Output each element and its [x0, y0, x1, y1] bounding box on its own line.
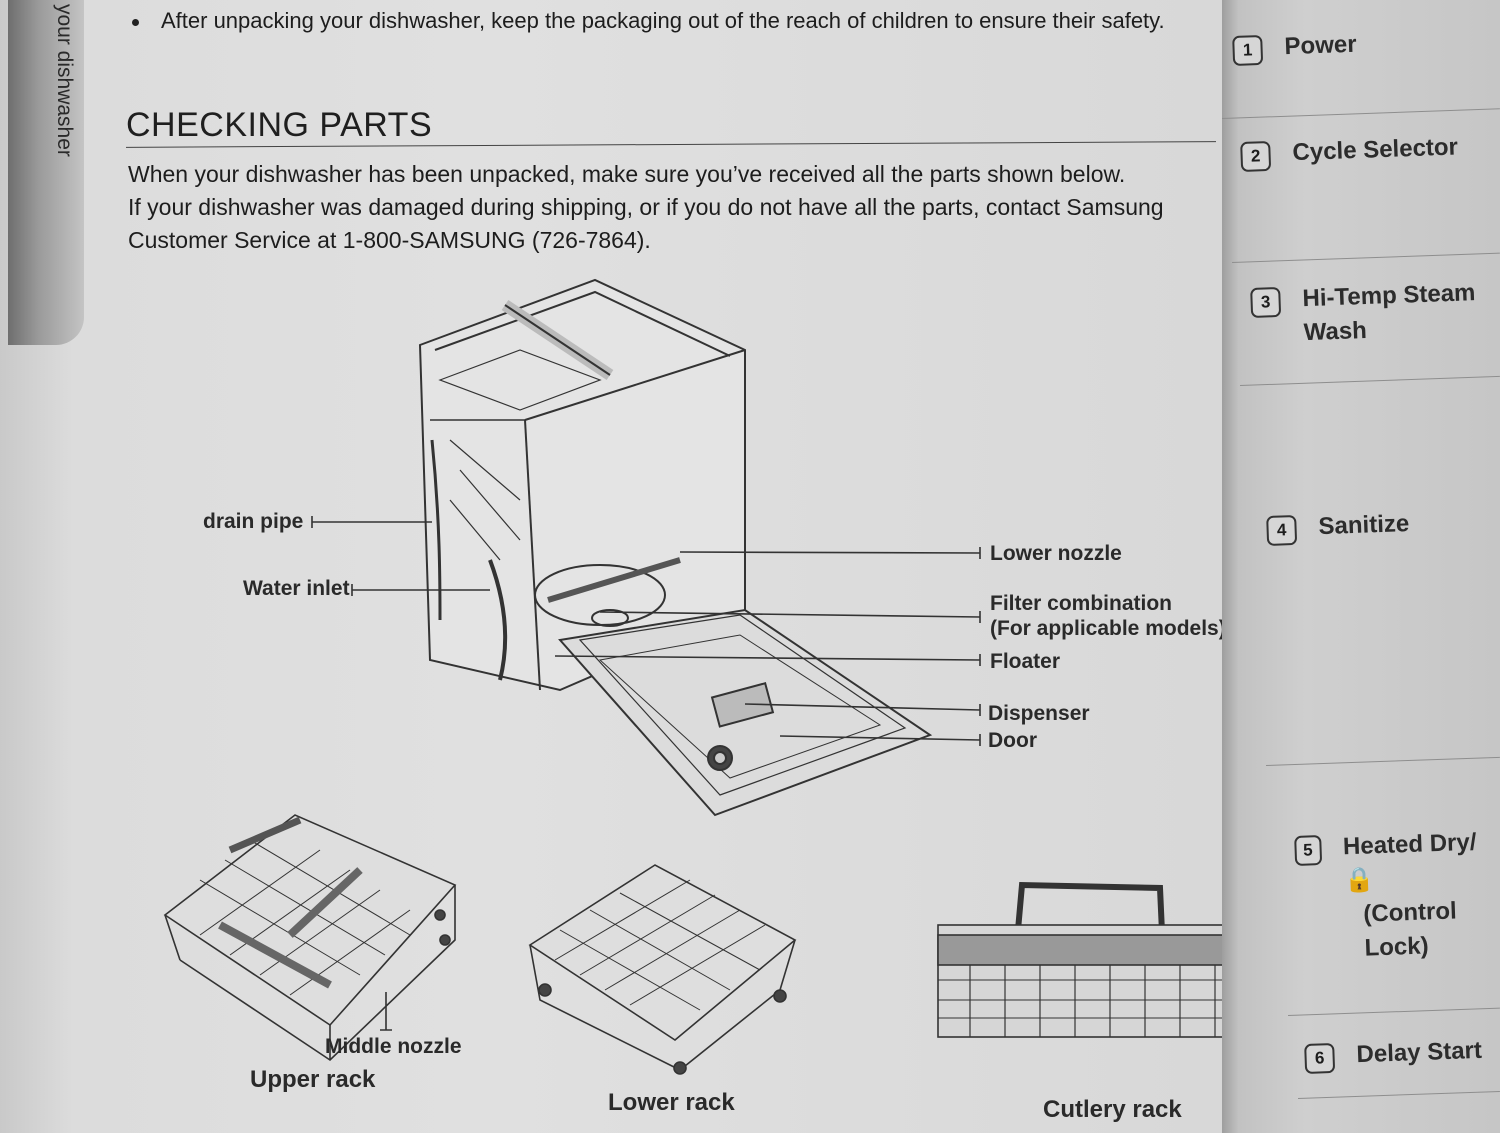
control-label-line-1: Hi-Temp Steam [1302, 279, 1476, 313]
floater-leader [554, 654, 981, 666]
label-filter-combination: Filter combination [990, 592, 1173, 615]
cutlery-rack-illustration [937, 881, 1222, 1038]
control-number-badge: 2 [1240, 140, 1272, 172]
panel-divider [1240, 375, 1500, 386]
leader-lines [311, 516, 981, 1031]
caption-cutlery-rack: Cutlery rack [1043, 1096, 1182, 1123]
control-item-power: 1 Power [1232, 28, 1357, 66]
label-door: Door [988, 729, 1037, 752]
upper-rack-illustration [163, 814, 457, 1062]
control-number-badge: 5 [1294, 835, 1322, 866]
bullet-dot-icon [132, 18, 139, 26]
safety-bullet: After unpacking your dishwasher, keep th… [132, 8, 1212, 34]
control-label: Cycle Selector [1292, 133, 1459, 167]
control-label: Delay Start [1356, 1036, 1483, 1069]
control-item-heated-dry: 5 Heated Dry/🔒 (Control Lock) [1294, 825, 1500, 968]
intro-text: When your dishwasher has been unpacked, … [128, 158, 1208, 257]
label-drain-pipe: drain pipe [203, 510, 304, 533]
label-dispenser: Dispenser [988, 702, 1090, 725]
intro-line-2: If your dishwasher was damaged during sh… [128, 194, 1164, 220]
label-floater: Floater [990, 650, 1061, 673]
panel-divider [1232, 252, 1500, 263]
dispenser-leader [744, 703, 981, 716]
lower-rack-illustration [528, 864, 797, 1075]
door-leader [779, 734, 981, 746]
intro-line-1: When your dishwasher has been unpacked, … [128, 161, 1126, 187]
intro-line-3: Customer Service at 1-800-SAMSUNG (726-7… [128, 227, 651, 253]
control-panel-page: 1 Power 2 Cycle Selector 3 Hi-Temp Steam… [1222, 0, 1500, 1133]
control-number-badge: 1 [1232, 34, 1264, 66]
control-label-line-2: Wash [1303, 316, 1368, 347]
control-label: Sanitize [1318, 510, 1410, 541]
control-number-badge: 4 [1266, 514, 1298, 546]
control-item-delay-start: 6 Delay Start [1304, 1034, 1482, 1074]
caption-lower-rack: Lower rack [608, 1089, 735, 1116]
middle-nozzle-leader [380, 992, 392, 1031]
panel-divider [1298, 1090, 1500, 1099]
control-item-cycle-selector: 2 Cycle Selector [1240, 130, 1458, 172]
control-number-badge: 3 [1250, 286, 1282, 318]
manual-page: your dishwasher After unpacking your dis… [0, 0, 1226, 1133]
label-water-inlet: Water inlet [243, 577, 350, 600]
control-label-line-1: Heated Dry/🔒 [1342, 828, 1477, 895]
panel-divider [1288, 1007, 1500, 1016]
dishwasher-tub-illustration [418, 278, 933, 817]
section-tab-label: your dishwasher [53, 4, 76, 157]
section-tab: your dishwasher [8, 0, 84, 345]
control-item-sanitize: 4 Sanitize [1266, 507, 1410, 546]
lower-nozzle-leader [679, 547, 981, 559]
panel-divider [1266, 756, 1500, 766]
label-lower-nozzle: Lower nozzle [990, 542, 1122, 565]
panel-divider [1222, 108, 1500, 119]
drain-pipe-leader [311, 516, 432, 528]
filter-leader [599, 611, 981, 623]
dishwasher-diagram [163, 278, 1222, 1075]
control-label: Heated Dry/🔒 (Control Lock) [1342, 825, 1500, 966]
control-item-hi-temp-steam-wash: 3 Hi-Temp Steam Wash [1250, 276, 1477, 352]
label-filter-models: (For applicable models) [990, 617, 1226, 640]
label-middle-nozzle: Middle nozzle [325, 1035, 462, 1058]
safety-bullet-text: After unpacking your dishwasher, keep th… [161, 8, 1165, 33]
section-heading: CHECKING PARTS [126, 106, 433, 144]
control-label-line-2: (Control Lock) [1362, 897, 1458, 962]
control-label: Hi-Temp Steam Wash [1302, 276, 1477, 350]
caption-upper-rack: Upper rack [250, 1066, 376, 1093]
control-label: Power [1284, 30, 1358, 61]
control-number-badge: 6 [1304, 1042, 1336, 1074]
water-inlet-leader [351, 584, 490, 596]
